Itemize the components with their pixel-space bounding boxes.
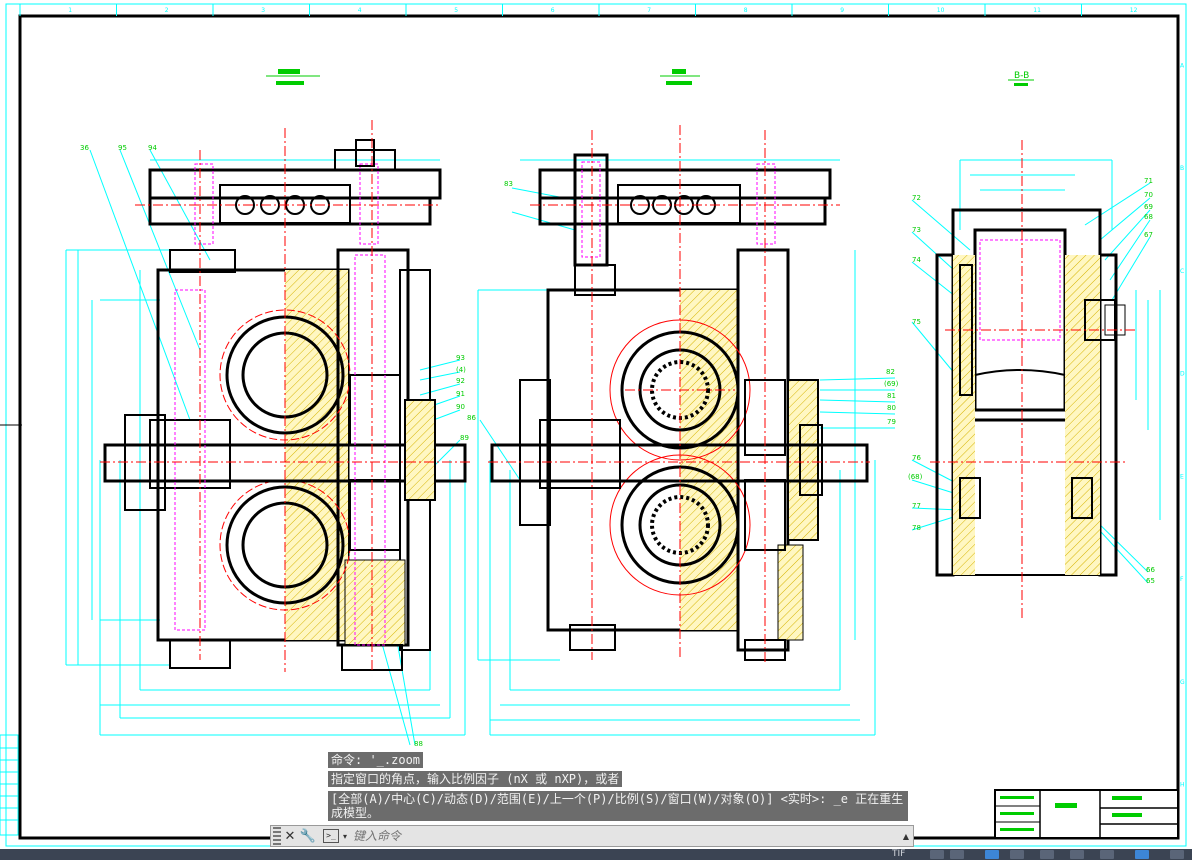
grid-row-label: F	[1180, 576, 1184, 583]
left-gearbox-view[interactable]: 36 95 94 93 (4) 92 91 90 89 88	[65, 120, 470, 748]
chevron-down-icon[interactable]: ▾	[343, 831, 348, 841]
wrench-icon[interactable]: 🔧	[299, 828, 317, 844]
status-bar: TIF	[0, 849, 1192, 860]
svg-text:82: 82	[886, 368, 895, 376]
otrack-icon[interactable]	[1070, 850, 1084, 859]
svg-text:95: 95	[118, 144, 127, 152]
svg-text:86: 86	[467, 414, 476, 422]
mid-view-title	[660, 69, 700, 85]
svg-text:69: 69	[1144, 203, 1153, 211]
command-line-bar[interactable]: ✕ 🔧 >_ ▾ ▲	[270, 825, 914, 847]
grid-row-label: E	[1180, 473, 1184, 480]
svg-text:72: 72	[912, 194, 921, 202]
revision-table	[0, 734, 19, 836]
svg-text:(68): (68)	[908, 473, 923, 481]
command-input[interactable]	[351, 826, 899, 846]
grid-col-label: 9	[840, 7, 844, 14]
title-block	[994, 789, 1179, 839]
svg-text:(4): (4)	[456, 366, 466, 374]
lineweight-icon[interactable]	[1100, 850, 1114, 859]
svg-text:65: 65	[1146, 577, 1155, 585]
svg-text:92: 92	[456, 377, 465, 385]
svg-text:(69): (69)	[884, 380, 899, 388]
svg-text:67: 67	[1144, 231, 1153, 239]
grid-col-label: 3	[261, 7, 265, 14]
svg-text:70: 70	[1144, 191, 1153, 199]
model-space-icon[interactable]	[1135, 850, 1149, 859]
ortho-icon[interactable]	[985, 850, 999, 859]
grid-col-label: 2	[165, 7, 169, 14]
svg-text:89: 89	[460, 434, 469, 442]
command-history-line: 命令: '_.zoom	[328, 752, 424, 768]
svg-text:66: 66	[1146, 566, 1155, 574]
svg-text:71: 71	[1144, 177, 1153, 185]
svg-text:81: 81	[887, 392, 896, 400]
grid-col-label: 5	[454, 7, 458, 14]
middle-gearbox-view[interactable]: 83 82 (69) 81 80 79 86	[467, 125, 899, 736]
menu-icon[interactable]	[1170, 850, 1184, 859]
svg-text:91: 91	[456, 390, 465, 398]
svg-text:79: 79	[887, 418, 896, 426]
svg-text:76: 76	[912, 454, 921, 462]
inner-sheet-border	[18, 14, 1180, 840]
svg-text:93: 93	[456, 354, 465, 362]
grid-row-label: C	[1180, 268, 1184, 275]
svg-text:83: 83	[504, 180, 513, 188]
svg-text:88: 88	[414, 740, 423, 748]
status-text: TIF	[892, 849, 906, 859]
osnap-icon[interactable]	[1040, 850, 1054, 859]
svg-text:75: 75	[912, 318, 921, 326]
command-history-line: 指定窗口的角点，输入比例因子 (nX 或 nXP)，或者	[328, 771, 623, 787]
polar-icon[interactable]	[1010, 850, 1024, 859]
grid-col-label: 12	[1130, 7, 1138, 14]
svg-text:74: 74	[912, 256, 921, 264]
grid-row-label: A	[1180, 62, 1185, 69]
right-section-view[interactable]: 72 73 74 75 71 70 69 68 67 76 (68) 77 78…	[908, 140, 1161, 620]
grid-col-label: 6	[551, 7, 555, 14]
svg-text:94: 94	[148, 144, 157, 152]
svg-text:68: 68	[1144, 213, 1153, 221]
svg-text:73: 73	[912, 226, 921, 234]
right-view-title: B-B	[1008, 71, 1034, 86]
grid-col-label: 8	[744, 7, 748, 14]
command-prompt-icon[interactable]: >_	[323, 829, 339, 843]
grid-row-label: G	[1180, 679, 1185, 686]
svg-text:80: 80	[887, 404, 896, 412]
grid-col-label: 1	[68, 7, 72, 14]
section-label-bb: B-B	[1014, 71, 1029, 81]
grid-row-markers: A B C D E F G H	[1180, 62, 1185, 788]
grid-col-label: 11	[1033, 7, 1041, 14]
grid-row-label: B	[1180, 165, 1184, 172]
grid-row-label: H	[1180, 782, 1185, 789]
chevron-up-icon[interactable]: ▲	[902, 831, 910, 841]
drag-handle[interactable]	[273, 827, 281, 845]
grid-col-label: 4	[358, 7, 362, 14]
svg-text:36: 36	[80, 144, 89, 152]
close-icon[interactable]: ✕	[284, 828, 296, 844]
grid-icon[interactable]	[930, 850, 944, 859]
svg-text:77: 77	[912, 502, 921, 510]
grid-col-label: 10	[937, 7, 945, 14]
snap-icon[interactable]	[950, 850, 964, 859]
command-history-line: [全部(A)/中心(C)/动态(D)/范围(E)/上一个(P)/比例(S)/窗口…	[328, 791, 908, 821]
left-view-title	[266, 69, 320, 85]
grid-row-label: D	[1180, 371, 1185, 378]
grid-col-label: 7	[647, 7, 651, 14]
svg-text:90: 90	[456, 403, 465, 411]
svg-text:78: 78	[912, 524, 921, 532]
